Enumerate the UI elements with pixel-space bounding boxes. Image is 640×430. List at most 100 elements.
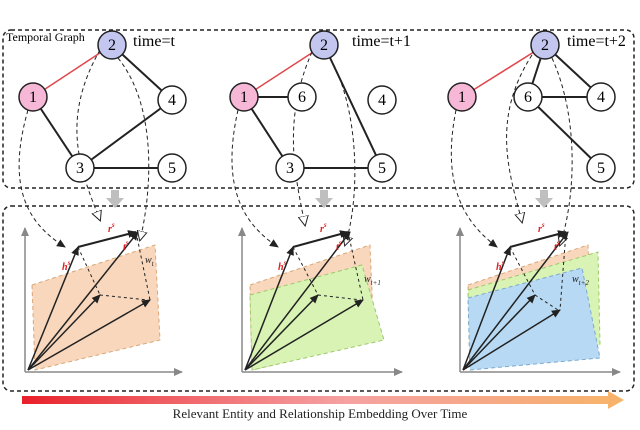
vector-t bbox=[27, 231, 139, 371]
dashed-link bbox=[293, 51, 313, 225]
node-label: 3 bbox=[286, 160, 294, 177]
down-arrow bbox=[535, 190, 553, 208]
hyperplane bbox=[249, 264, 385, 371]
node-4 bbox=[157, 85, 187, 115]
vector-t bbox=[462, 231, 569, 371]
dashed-link bbox=[551, 57, 573, 245]
node-label: 2 bbox=[541, 37, 549, 54]
temporal-graph-box bbox=[2, 29, 635, 189]
node-label: 5 bbox=[168, 160, 176, 177]
vector-t bbox=[244, 231, 351, 371]
node-3 bbox=[275, 153, 305, 183]
r-label: rs bbox=[108, 221, 115, 235]
node-label: 4 bbox=[597, 89, 605, 106]
edge-1-2 bbox=[461, 44, 546, 98]
graph-title: Temporal Graph bbox=[6, 30, 85, 44]
node-4 bbox=[367, 85, 397, 115]
node-label: 1 bbox=[29, 89, 37, 106]
projection bbox=[317, 294, 362, 301]
down-arrow bbox=[315, 190, 333, 208]
hyperplane bbox=[467, 267, 601, 371]
vector bbox=[462, 309, 561, 371]
projection bbox=[559, 231, 567, 311]
vector-r bbox=[292, 230, 349, 248]
time-label: time=t bbox=[133, 33, 175, 50]
node-label: 4 bbox=[168, 92, 176, 109]
node-1 bbox=[18, 82, 48, 112]
time-label: time=t+2 bbox=[567, 33, 626, 50]
graph-panel-3: 1 2 6 4 5 time=t+2 bbox=[447, 30, 626, 248]
node-5 bbox=[367, 153, 397, 183]
vector-r bbox=[509, 230, 567, 248]
footer-caption: Relevant Entity and Relationship Embeddi… bbox=[173, 406, 468, 421]
weight-label: wt+2 bbox=[572, 274, 589, 287]
dashed-link bbox=[18, 109, 66, 248]
time-arrow bbox=[22, 391, 624, 409]
node-label: 6 bbox=[524, 89, 532, 106]
node-5 bbox=[586, 153, 616, 183]
node-2 bbox=[97, 30, 127, 60]
vector bbox=[244, 294, 319, 371]
vector-r bbox=[77, 230, 137, 248]
dashed-link bbox=[329, 57, 356, 245]
hyperplane bbox=[31, 244, 161, 371]
node-1 bbox=[447, 82, 477, 112]
vector-h bbox=[27, 246, 79, 371]
t-label: ts bbox=[336, 239, 342, 253]
embedding-box bbox=[2, 205, 635, 392]
h-label: hs bbox=[496, 259, 505, 273]
vector bbox=[462, 294, 536, 371]
node-2 bbox=[309, 30, 339, 60]
node-label: 2 bbox=[108, 37, 116, 54]
h-label: hs bbox=[278, 259, 287, 273]
r-label: rs bbox=[320, 221, 327, 235]
node-label: 5 bbox=[597, 160, 605, 177]
vector-h bbox=[462, 246, 511, 371]
t-label: ts bbox=[554, 239, 560, 253]
dashed-link bbox=[450, 109, 498, 248]
h-label: hs bbox=[62, 259, 71, 273]
edge-3-4 bbox=[79, 99, 173, 169]
node-label: 1 bbox=[458, 89, 466, 106]
node-label: 3 bbox=[76, 160, 84, 177]
vector bbox=[27, 294, 101, 371]
vector bbox=[27, 299, 151, 371]
dashed-link bbox=[76, 49, 100, 220]
graph-panel-1: 1 2 3 4 5 time=t bbox=[18, 30, 187, 248]
vector-h bbox=[244, 246, 294, 371]
node-5 bbox=[157, 153, 187, 183]
down-arrow bbox=[106, 190, 124, 208]
node-2 bbox=[530, 30, 560, 60]
projection bbox=[99, 294, 149, 301]
graph-panel-2: 1 2 6 4 3 5 time=t+1 bbox=[229, 30, 411, 248]
node-label: 1 bbox=[240, 89, 248, 106]
node-label: 2 bbox=[320, 37, 328, 54]
time-label: time=t+1 bbox=[352, 33, 411, 50]
edge-1-2 bbox=[32, 44, 113, 98]
projection bbox=[77, 246, 101, 296]
node-label: 5 bbox=[378, 160, 386, 177]
embedding-panel-1: hs rs ts wt bbox=[21, 221, 183, 376]
dashed-link bbox=[506, 54, 533, 222]
node-6 bbox=[287, 82, 317, 112]
embedding-panel-2: hs rs ts wt+1 bbox=[238, 221, 403, 376]
edge-6-5 bbox=[527, 96, 602, 169]
t-label: ts bbox=[123, 239, 129, 253]
weight-label: wt+1 bbox=[364, 274, 381, 287]
embedding-panel-3: hs rs ts wt+2 bbox=[456, 221, 621, 376]
node-1 bbox=[229, 82, 259, 112]
node-label: 6 bbox=[298, 89, 306, 106]
node-4 bbox=[586, 82, 616, 112]
projection bbox=[534, 294, 559, 311]
vector bbox=[244, 299, 364, 371]
edge-1-2 bbox=[243, 44, 325, 98]
weight-label: wt bbox=[145, 255, 155, 268]
node-3 bbox=[65, 153, 95, 183]
node-6 bbox=[513, 82, 543, 112]
dashed-link bbox=[117, 57, 150, 240]
r-label: rs bbox=[538, 221, 545, 235]
dashed-link bbox=[231, 109, 279, 248]
node-label: 4 bbox=[378, 92, 386, 109]
